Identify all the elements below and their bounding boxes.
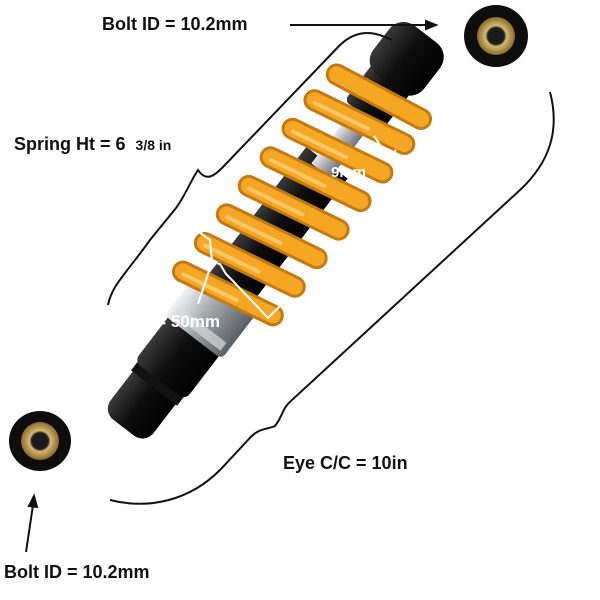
spring-height-value: Spring Ht = 6: [14, 134, 126, 154]
wire-diameter-label: 9mm: [331, 164, 367, 181]
spring-height-brace: [107, 32, 393, 306]
bolt-top-label: Bolt ID = 10.2mm: [102, 14, 248, 34]
arrow-to-top-bolt: [290, 19, 439, 31]
od-leader: [197, 261, 213, 305]
top-eye-mount: [369, 21, 444, 96]
eye-distance-brace: [109, 91, 555, 505]
bolt-bottom-label: Bolt ID = 10.2mm: [4, 562, 150, 582]
shock-absorber: [107, 21, 444, 439]
top-bushing: [464, 5, 528, 67]
spring-height-fraction: 3/8 in: [135, 137, 172, 153]
arrow-to-bottom-bolt: [25, 493, 39, 553]
bottom-bushing: [9, 411, 71, 471]
wire-diameter-bracket: [373, 135, 397, 160]
eye-distance-label: Eye C/C = 10in: [283, 453, 408, 473]
spring-height-label: Spring Ht = 6 3/8 in: [14, 134, 171, 155]
outer-diameter-label: OD = 50mm: [126, 312, 221, 331]
chrome-collar: [166, 271, 255, 357]
outer-diameter-bracket: [195, 229, 287, 320]
